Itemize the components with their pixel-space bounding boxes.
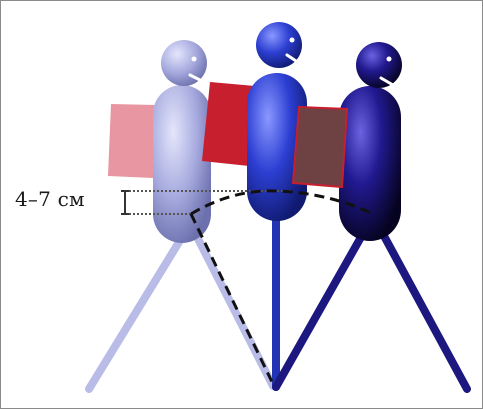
figure-front-body	[339, 86, 401, 241]
figure-front-eye	[387, 57, 392, 62]
figure-front-head	[356, 42, 402, 88]
figure-middle-eye	[290, 38, 295, 43]
figure-back-left-leg	[89, 229, 187, 389]
figure-front-panel	[293, 107, 347, 187]
figure-back-panel	[108, 104, 156, 178]
range-label: 4–7 см	[15, 187, 85, 211]
figure-front-right-leg	[377, 223, 467, 389]
figure-back-eye	[192, 57, 197, 62]
figure-back-body	[153, 85, 211, 243]
figure-front-left-leg	[276, 223, 369, 387]
figure-middle	[202, 22, 307, 387]
